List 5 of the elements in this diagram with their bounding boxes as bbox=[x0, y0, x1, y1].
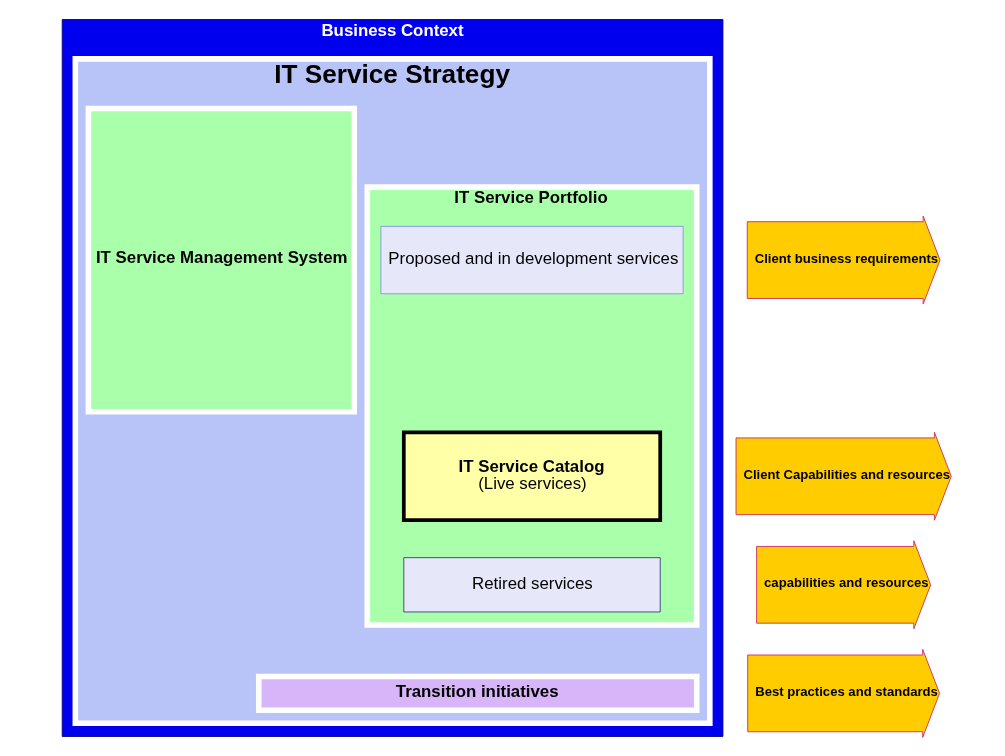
node-box: Retired services bbox=[402, 557, 661, 613]
node-box: Proposed and in development services bbox=[379, 225, 684, 295]
node-box: IT Service Management System bbox=[85, 105, 357, 415]
node-box: IT Service Catalog (Live services) bbox=[401, 430, 662, 523]
node-box: Transition initiatives bbox=[255, 673, 699, 714]
